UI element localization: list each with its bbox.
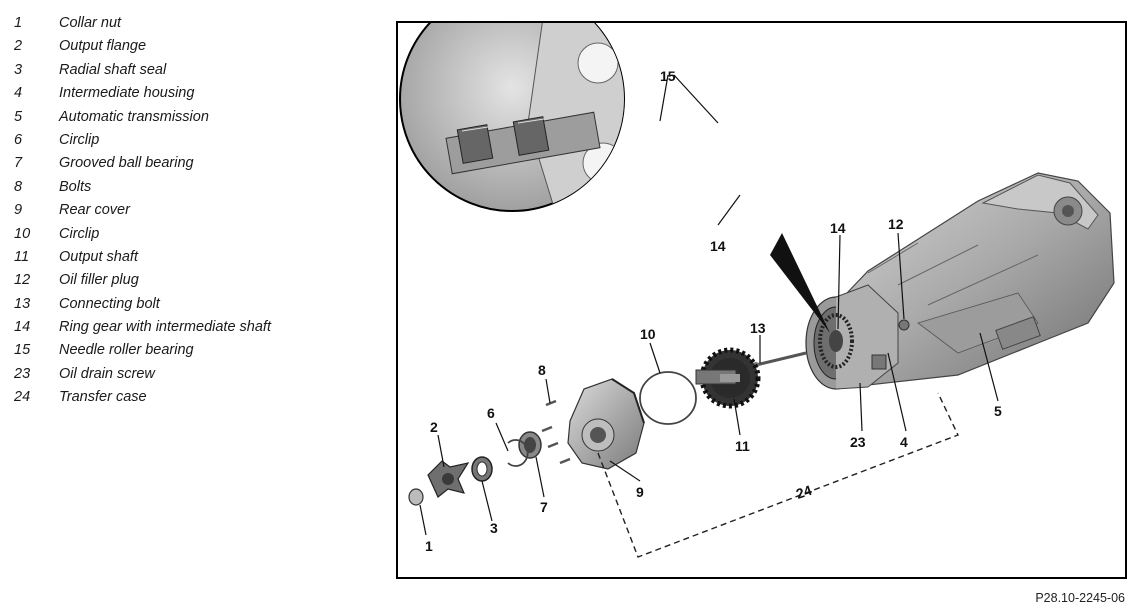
oil-filler-plug — [898, 319, 910, 331]
legend-item: 8 Bolts — [14, 176, 344, 199]
legend-number: 4 — [14, 85, 23, 102]
detail-inset — [399, 23, 625, 212]
legend-number: 6 — [14, 131, 23, 148]
legend-label: Bolts — [59, 178, 92, 195]
legend-label: Oil filler plug — [59, 272, 139, 289]
legend-item: 7 Grooved ball bearing — [14, 152, 344, 175]
legend-label: Grooved ball bearing — [59, 155, 194, 172]
callout-14-detail: 14 — [710, 238, 726, 254]
grooved-ball-bearing — [518, 431, 542, 459]
legend-number: 8 — [14, 178, 23, 195]
legend-item: 11 Output shaft — [14, 246, 344, 269]
callout-2: 2 — [430, 419, 438, 435]
legend-item: 15 Needle roller bearing — [14, 339, 344, 362]
figure-code: P28.10-2245-06 — [1035, 591, 1125, 605]
rear-cover — [567, 378, 645, 470]
exploded-view-figure: 1 2 3 4 5 6 7 8 9 10 11 12 13 14 14 15 2… — [396, 21, 1127, 579]
radial-shaft-seal — [471, 456, 493, 482]
legend-item: 3 Radial shaft seal — [14, 59, 344, 82]
legend-label: Needle roller bearing — [59, 342, 194, 359]
bolts — [541, 399, 571, 465]
circlip-small — [507, 439, 529, 467]
legend-label: Circlip — [59, 131, 100, 148]
callout-10: 10 — [640, 326, 656, 342]
legend-label: Circlip — [59, 225, 100, 242]
legend-number: 13 — [14, 295, 31, 312]
connecting-bolt — [753, 351, 807, 368]
legend-item: 10 Circlip — [14, 223, 344, 246]
legend-number: 11 — [14, 248, 30, 265]
legend-label: Intermediate housing — [59, 85, 195, 102]
circlip-large — [639, 371, 697, 425]
legend-number: 9 — [14, 202, 23, 219]
legend-label: Ring gear with intermediate shaft — [59, 319, 271, 336]
legend-item: 6 Circlip — [14, 129, 344, 152]
legend-number: 14 — [14, 319, 31, 336]
legend-number: 2 — [14, 38, 23, 55]
legend-label: Collar nut — [59, 15, 122, 31]
callout-14: 14 — [830, 220, 846, 236]
output-shaft — [695, 347, 761, 409]
parts-legend: 1 Collar nut 2 Output flange 3 Radial shaft… — [14, 12, 344, 410]
callout-24: 24 — [794, 482, 814, 502]
callout-5: 5 — [994, 403, 1002, 419]
legend-item: 4 Intermediate housing — [14, 82, 344, 105]
callout-13: 13 — [750, 320, 766, 336]
callout-23: 23 — [850, 434, 866, 450]
legend-number: 24 — [14, 389, 31, 406]
callout-1: 1 — [425, 538, 433, 554]
legend-number: 15 — [14, 342, 31, 359]
legend-item: 1 Collar nut — [14, 12, 344, 35]
legend-item: 23 Oil drain screw — [14, 363, 344, 386]
legend-item: 14 Ring gear with intermediate shaft — [14, 316, 344, 339]
transfer-case-outline — [597, 392, 959, 558]
legend-label: Radial shaft seal — [59, 61, 167, 78]
legend-item: 2 Output flange — [14, 35, 344, 58]
output-flange — [427, 460, 470, 498]
detail-pointer — [770, 233, 830, 333]
legend-label: Output shaft — [59, 248, 138, 265]
legend-item: 24 Transfer case — [14, 386, 344, 409]
legend-label: Automatic transmission — [59, 108, 209, 125]
callout-4: 4 — [900, 434, 908, 450]
legend-item: 5 Automatic transmission — [14, 106, 344, 129]
legend-number: 10 — [14, 225, 31, 242]
callout-7: 7 — [540, 499, 548, 515]
legend-label: Rear cover — [59, 202, 130, 219]
exploded-view-drawing: 1 2 3 4 5 6 7 8 9 10 11 12 13 14 14 15 2… — [399, 23, 1115, 558]
legend-number: 12 — [14, 272, 31, 289]
legend-label: Output flange — [59, 38, 147, 55]
callout-11: 11 — [735, 438, 750, 454]
legend-number: 7 — [14, 155, 23, 172]
legend-item: 13 Connecting bolt — [14, 293, 344, 316]
legend-label: Transfer case — [59, 389, 147, 406]
legend-label: Oil drain screw — [59, 365, 155, 382]
callout-12: 12 — [888, 216, 904, 232]
legend-number: 5 — [14, 108, 23, 125]
leader-lines — [419, 74, 999, 536]
callout-9: 9 — [636, 484, 644, 500]
legend-item: 12 Oil filler plug — [14, 269, 344, 292]
legend-number: 23 — [14, 365, 31, 382]
legend-item: 9 Rear cover — [14, 199, 344, 222]
callout-8: 8 — [538, 362, 546, 378]
callout-6: 6 — [487, 405, 495, 421]
legend-number: 1 — [14, 15, 23, 31]
callout-3: 3 — [490, 520, 498, 536]
collar-nut — [408, 488, 424, 506]
oil-drain-screw — [871, 354, 887, 370]
ring-gear — [818, 313, 854, 369]
callout-15: 15 — [660, 68, 676, 84]
legend-number: 3 — [14, 61, 23, 78]
legend-label: Connecting bolt — [59, 295, 160, 312]
automatic-transmission — [827, 172, 1115, 386]
